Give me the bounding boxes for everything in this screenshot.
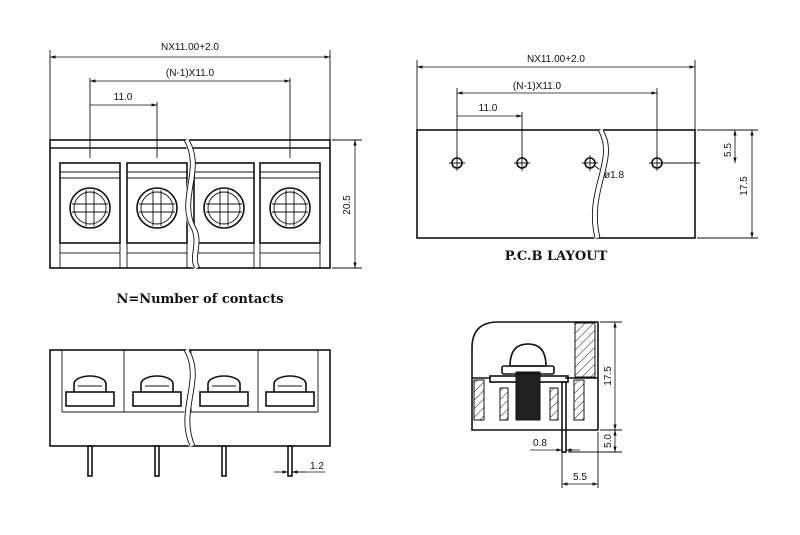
pin-dimension: 1.2 <box>310 461 324 472</box>
offset-dimension: 5.5 <box>723 143 734 157</box>
rear-view: 1.2 <box>49 348 331 477</box>
pcb-holes <box>449 155 700 171</box>
span-dimension: (N-1)X11.0 <box>166 68 215 79</box>
pcb-overall-dimension: NX11.00+2.0 <box>527 54 585 65</box>
contacts-caption: N=Number of contacts <box>116 292 283 307</box>
overall-dimension: NX11.00+2.0 <box>161 42 219 53</box>
pcb-height-dimension: 17.5 <box>739 176 750 196</box>
pin-width-dimension: 0.8 <box>533 438 547 449</box>
side-height-dimension: 17.5 <box>603 366 614 386</box>
pcb-span-dimension: (N-1)X11.0 <box>513 81 562 92</box>
pins <box>87 445 293 477</box>
pcb-layout-view: NX11.00+2.0 (N-1)X11.0 11.0 ø1.8 5.5 17.… <box>416 54 758 264</box>
pin-offset-dimension: 5.5 <box>573 472 587 483</box>
front-view: NX11.00+2.0 (N-1)X11.0 11.0 20.5 N=Numbe… <box>49 42 362 307</box>
pitch-dimension: 11.0 <box>114 92 133 103</box>
pcb-layout-caption: P.C.B LAYOUT <box>505 249 608 264</box>
pcb-pitch-dimension: 11.0 <box>479 103 498 114</box>
pin-length-dimension: 5.0 <box>603 434 614 448</box>
side-view: 17.5 5.0 0.8 5.5 <box>471 321 622 488</box>
hole-diameter-dimension: ø1.8 <box>604 170 624 181</box>
screw-thread <box>515 371 541 421</box>
height-dimension: 20.5 <box>342 195 353 215</box>
